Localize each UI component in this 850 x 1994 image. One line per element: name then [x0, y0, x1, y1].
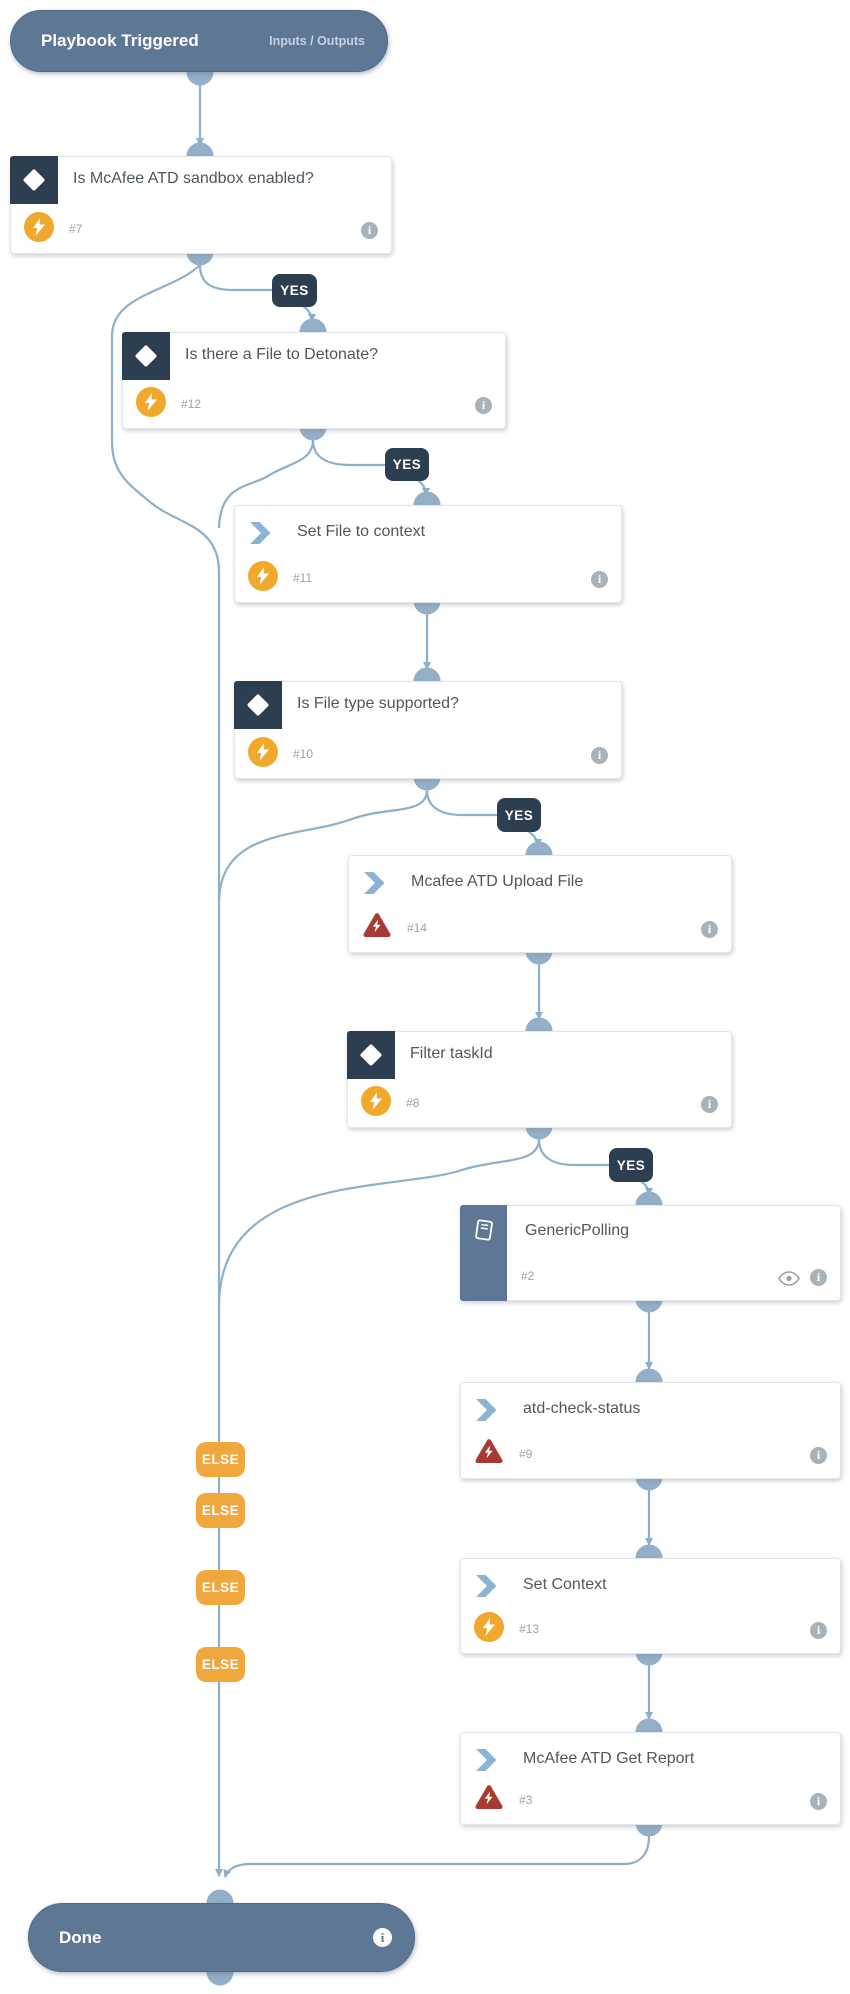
done-node[interactable]: Done i — [28, 1903, 415, 1972]
task-node-11[interactable]: Set File to context #11 i — [234, 505, 622, 603]
lightning-icon — [248, 561, 278, 591]
task-title: Mcafee ATD Upload File — [411, 873, 584, 890]
eye-icon[interactable] — [778, 1271, 800, 1286]
task-number: #8 — [406, 1096, 420, 1110]
chevron-icon — [364, 872, 387, 899]
condition-node-12[interactable]: Is there a File to Detonate? #12 i — [122, 332, 506, 429]
diamond-icon — [134, 344, 158, 368]
connectors — [110, 85, 653, 1878]
lightning-icon — [248, 737, 278, 767]
diamond-icon — [359, 1043, 383, 1067]
node-title: Done — [59, 1927, 102, 1947]
task-title: Is McAfee ATD sandbox enabled? — [73, 170, 314, 187]
info-icon[interactable]: i — [810, 1447, 827, 1464]
edge-label-yes: YES — [497, 798, 541, 832]
task-number: #11 — [293, 571, 313, 585]
edge-label-else: ELSE — [196, 1493, 245, 1528]
task-title: Is File type supported? — [297, 695, 459, 712]
connector — [217, 1138, 541, 1306]
info-icon[interactable]: i — [810, 1793, 827, 1810]
book-icon — [472, 1218, 496, 1301]
connector — [217, 789, 429, 903]
condition-header — [10, 156, 58, 204]
lightning-icon — [24, 212, 54, 242]
connector — [223, 1835, 651, 1878]
lightning-icon — [136, 387, 166, 417]
info-icon[interactable]: i — [810, 1269, 827, 1286]
chevron-icon — [250, 522, 273, 549]
lightning-icon — [361, 1086, 391, 1116]
warning-lightning-icon — [362, 912, 392, 939]
edge-label-else: ELSE — [196, 1647, 245, 1682]
task-number: #12 — [181, 397, 202, 411]
info-icon[interactable]: i — [591, 571, 608, 588]
warning-lightning-icon — [474, 1784, 504, 1811]
task-number: #13 — [519, 1622, 540, 1636]
task-title: McAfee ATD Get Report — [523, 1750, 695, 1767]
task-node-13[interactable]: Set Context #13 i — [460, 1558, 841, 1654]
edge-label-else: ELSE — [196, 1442, 245, 1477]
task-number: #14 — [407, 921, 428, 935]
edge-label-yes: YES — [272, 274, 317, 307]
connector — [198, 264, 272, 292]
condition-header — [122, 332, 170, 380]
playbook-triggered-node[interactable]: Playbook Triggered Inputs / Outputs — [10, 10, 388, 72]
condition-node-8[interactable]: Filter taskId #8 i — [347, 1031, 732, 1128]
task-title: Filter taskId — [410, 1045, 493, 1062]
info-icon[interactable]: i — [701, 921, 718, 938]
connector — [425, 789, 497, 817]
task-number: #3 — [519, 1793, 533, 1807]
task-number: #9 — [519, 1447, 533, 1461]
chevron-icon — [476, 1399, 499, 1426]
sub-playbook-bar — [460, 1205, 507, 1301]
chevron-icon — [476, 1575, 499, 1602]
info-icon[interactable]: i — [701, 1096, 718, 1113]
edge-label-yes: YES — [609, 1148, 653, 1182]
lightning-icon — [474, 1612, 504, 1642]
diamond-icon — [246, 693, 270, 717]
task-title: GenericPolling — [525, 1222, 630, 1239]
node-title: Playbook Triggered — [41, 31, 199, 50]
task-number: #7 — [69, 222, 83, 236]
task-node-3[interactable]: McAfee ATD Get Report #3 i — [460, 1732, 841, 1825]
chevron-icon — [476, 1749, 499, 1776]
connector — [217, 439, 315, 529]
info-icon[interactable]: i — [361, 222, 378, 239]
inputs-outputs-link[interactable]: Inputs / Outputs — [269, 34, 365, 48]
connector — [311, 439, 385, 467]
info-icon[interactable]: i — [810, 1622, 827, 1639]
task-title: atd-check-status — [523, 1400, 641, 1417]
task-node-14[interactable]: Mcafee ATD Upload File #14 i — [348, 855, 732, 953]
diamond-icon — [22, 168, 46, 192]
warning-lightning-icon — [474, 1438, 504, 1465]
task-title: Set File to context — [297, 523, 426, 540]
edge-label-yes: YES — [385, 448, 429, 481]
condition-header — [347, 1031, 395, 1079]
info-icon[interactable]: i — [373, 1928, 392, 1947]
task-number: #2 — [521, 1269, 535, 1283]
condition-node-7[interactable]: Is McAfee ATD sandbox enabled? #7 i — [10, 156, 392, 254]
task-title: Is there a File to Detonate? — [185, 346, 378, 363]
connector — [537, 1138, 609, 1167]
info-icon[interactable]: i — [591, 747, 608, 764]
edge-label-else: ELSE — [196, 1570, 245, 1605]
condition-node-10[interactable]: Is File type supported? #10 i — [234, 681, 622, 779]
task-node-9[interactable]: atd-check-status #9 i — [460, 1382, 841, 1479]
sub-playbook-node-2[interactable]: GenericPolling #2 i — [460, 1205, 841, 1301]
info-icon[interactable]: i — [475, 397, 492, 414]
task-title: Set Context — [523, 1576, 607, 1593]
task-number: #10 — [293, 747, 314, 761]
connector — [110, 264, 223, 1877]
condition-header — [234, 681, 282, 729]
